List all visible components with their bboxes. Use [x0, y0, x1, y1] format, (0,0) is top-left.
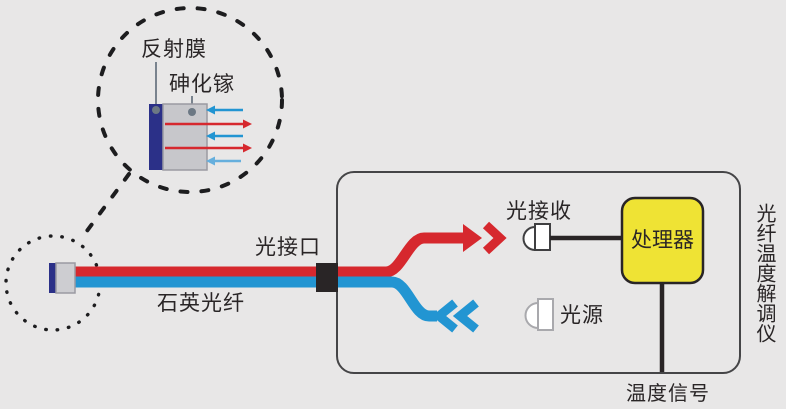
light-source-label: 光源	[560, 303, 604, 327]
red-flow-arrowhead	[463, 224, 482, 252]
processor-label: 处理器	[631, 228, 694, 252]
optical-coupler-block	[316, 263, 338, 292]
incident-ray-arrowhead-2	[206, 131, 215, 141]
source-lens-icon	[524, 301, 539, 330]
inset-reflective-film	[149, 104, 163, 170]
inset-gaas-block	[162, 103, 208, 171]
incident-ray-arrowhead-1	[206, 105, 215, 115]
inset-dashed-circle	[96, 6, 284, 194]
demodulator-name-label: 光纤温度解调仪	[753, 203, 777, 343]
quartz-fiber-label: 石英光纤	[157, 291, 245, 315]
film-leader-dot	[152, 106, 160, 114]
blue-flow-chevron	[452, 299, 479, 333]
inset-callout-tail	[79, 172, 131, 241]
gaas-label: 砷化镓	[169, 72, 235, 96]
reflected-ray-arrowhead-2	[243, 143, 252, 153]
light-receiver-label: 光接收	[506, 199, 572, 223]
red-flow-chevron	[482, 221, 507, 255]
blue-flow-arrowhead	[431, 299, 458, 333]
incident-ray-arrowhead-3	[206, 156, 215, 166]
inset-ray-arrows	[165, 105, 252, 166]
optical-coupler-label: 光接口	[255, 235, 321, 259]
probe-gaas-block	[55, 262, 76, 294]
receiver-lens-icon	[522, 225, 536, 252]
reflected-ray-arrowhead-1	[243, 119, 252, 129]
temperature-signal-label: 温度信号	[626, 381, 710, 405]
receiver-body-icon	[534, 223, 551, 251]
reflected-light-path	[74, 232, 465, 278]
reflective-film-label: 反射膜	[141, 37, 207, 61]
gaas-leader-dot	[188, 108, 196, 116]
probe-reflective-film	[49, 263, 56, 293]
source-light-path	[74, 276, 437, 322]
source-body-icon	[537, 298, 554, 331]
